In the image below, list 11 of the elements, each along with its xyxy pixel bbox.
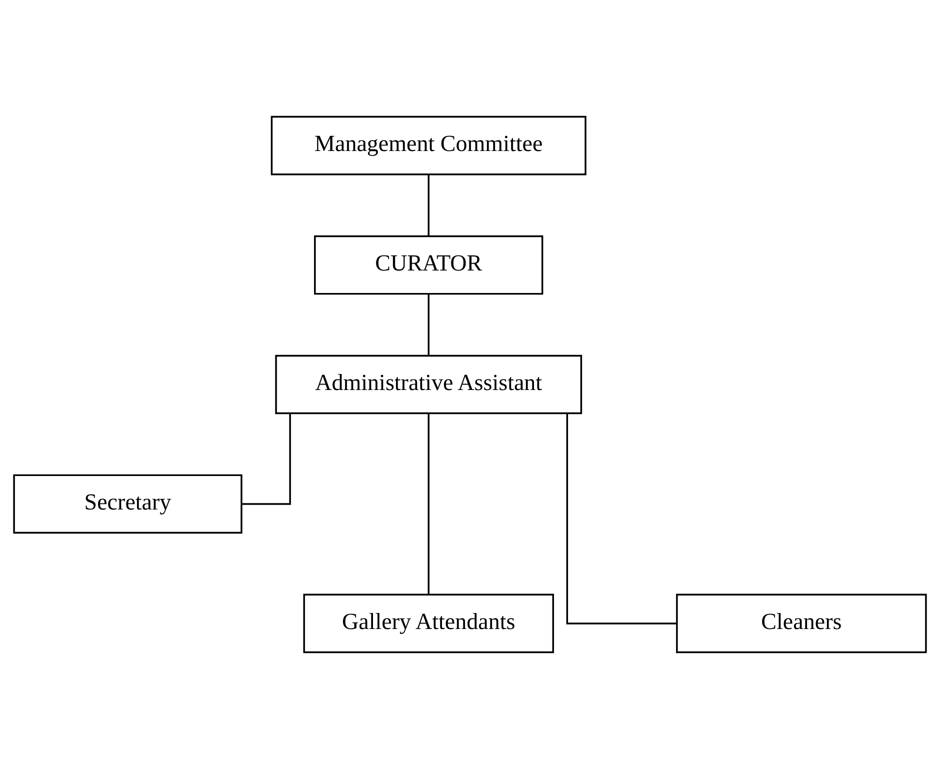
node-box: Cleaners [676,594,927,654]
node-box: Gallery Attendants [303,594,554,654]
connector [428,294,430,356]
connector [566,413,677,624]
node-box: Management Committee [270,116,586,176]
connector [242,413,291,505]
node-box: Administrative Assistant [275,354,582,414]
node-box: CURATOR [314,235,544,295]
node-box: Secretary [13,474,242,534]
connector [428,413,430,595]
connector [428,174,430,236]
